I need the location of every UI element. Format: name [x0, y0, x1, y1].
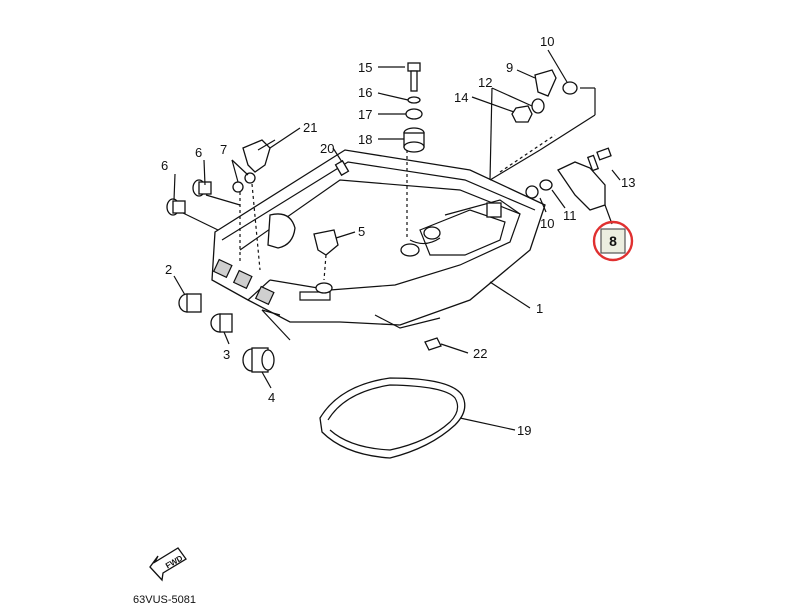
- callout-4: 4: [268, 390, 275, 405]
- callout-18: 18: [358, 132, 372, 147]
- nut-14: [511, 105, 533, 123]
- highlight-box: [600, 228, 626, 254]
- leader-lines: [173, 49, 621, 431]
- callout-5: 5: [358, 224, 365, 239]
- bolt-20: [334, 159, 350, 177]
- callout-12: 12: [478, 75, 492, 90]
- lever-9: [534, 69, 557, 97]
- grommet-18: [403, 127, 425, 153]
- callout-6-left: 6: [161, 158, 168, 173]
- washer-12: [531, 98, 545, 114]
- callout-2: 2: [165, 262, 172, 277]
- callout-3: 3: [223, 347, 230, 362]
- collar-17: [405, 108, 423, 120]
- callout-20: 20: [320, 141, 334, 156]
- callout-16: 16: [358, 85, 372, 100]
- bottom-cowling: [211, 149, 546, 329]
- catalog-code: 63VUS-5081: [133, 594, 196, 606]
- callout-15: 15: [358, 60, 372, 75]
- callout-21: 21: [303, 120, 317, 135]
- callout-11: 11: [563, 208, 577, 223]
- highlight-ring: [592, 220, 634, 262]
- plug-3: [210, 313, 233, 333]
- washer-10-top: [562, 81, 578, 95]
- highlighted-callout-8[interactable]: 8: [592, 220, 634, 262]
- callout-10-bottom: 10: [540, 216, 554, 231]
- callout-10-top: 10: [540, 34, 554, 49]
- plug-2: [178, 293, 202, 313]
- grommet-4: [242, 347, 275, 373]
- lever-8: [557, 161, 606, 211]
- callout-17: 17: [358, 107, 372, 122]
- grommet-6-top: [192, 179, 212, 197]
- bolt-13: [586, 147, 612, 172]
- callout-1: 1: [536, 301, 543, 316]
- bracket-21: [242, 139, 276, 173]
- callout-9: 9: [506, 60, 513, 75]
- washer-10-bottom: [525, 185, 539, 199]
- grommet-6-bottom: [166, 198, 186, 216]
- fwd-arrow: FWD: [149, 547, 187, 582]
- callout-22: 22: [473, 346, 487, 361]
- bolt-7: [232, 172, 261, 271]
- bolt-15: [407, 62, 421, 92]
- grommet-5: [313, 229, 339, 294]
- washer-16: [407, 96, 421, 104]
- washer-11: [539, 179, 553, 191]
- callout-6-top: 6: [195, 145, 202, 160]
- label-22: [424, 337, 442, 351]
- callout-19: 19: [517, 423, 531, 438]
- callout-13: 13: [621, 175, 635, 190]
- callout-labels: 1 2 3 4 5 6 6 7 9 10 10 11 12 13 14 15 1…: [161, 34, 635, 438]
- rubber-seal: [319, 377, 466, 459]
- callout-7: 7: [220, 142, 227, 157]
- callout-8: 8: [609, 233, 617, 249]
- callout-14: 14: [454, 90, 468, 105]
